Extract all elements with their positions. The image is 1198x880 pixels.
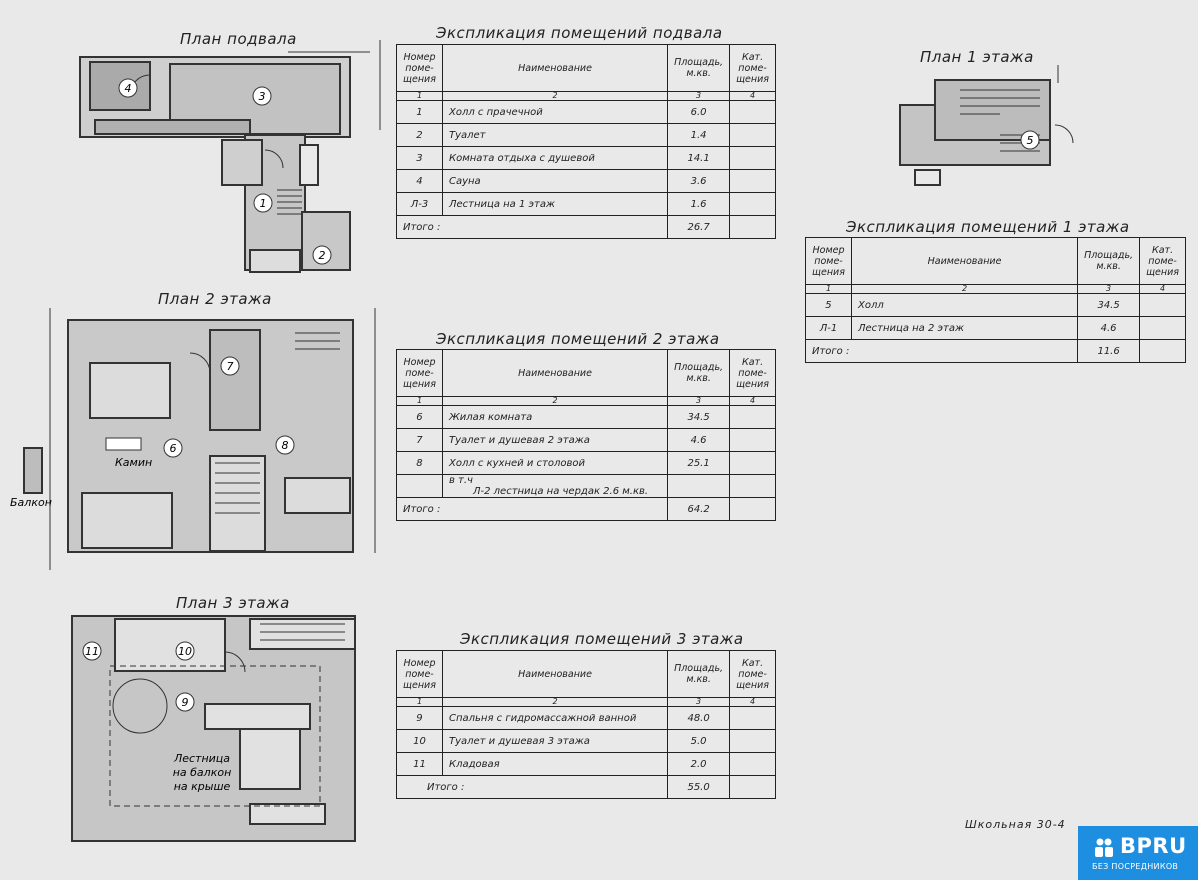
stair-label-line3: на крыше bbox=[174, 780, 231, 793]
brand-tagline: БЕЗ ПОСРЕДНИКОВ bbox=[1092, 862, 1179, 871]
people-icon bbox=[1095, 838, 1113, 857]
room-number: 11 bbox=[85, 645, 99, 658]
floor2-plan-title: План 2 этажа bbox=[158, 290, 272, 308]
fireplace-label: Камин bbox=[115, 456, 152, 469]
floor2-plan: 7 6 8 Камин Балкон bbox=[10, 308, 390, 578]
room-number: 1 bbox=[260, 197, 267, 210]
bpru-watermark[interactable]: BPRU БЕЗ ПОСРЕДНИКОВ bbox=[1078, 826, 1198, 880]
room-number: 7 bbox=[227, 360, 234, 373]
basement-plan: 4 3 1 2 bbox=[70, 40, 390, 280]
stair-label-line2: на балкон bbox=[173, 766, 232, 779]
basement-plan-title: План подвала bbox=[180, 30, 297, 48]
table-total-row: Итого :26.7 bbox=[395, 215, 776, 239]
address-label: Школьная 30-4 bbox=[965, 818, 1066, 831]
floor1-plan-title: План 1 этажа bbox=[920, 48, 1034, 66]
floor3-explication-title: Экспликация помещений 3 этажа bbox=[460, 630, 744, 648]
table-total-row: Итого :64.2 bbox=[395, 497, 776, 521]
floor3-plan-title: План 3 этажа bbox=[176, 594, 290, 612]
floor2-explication-title: Экспликация помещений 2 этажа bbox=[436, 330, 720, 348]
basement-explication-title: Экспликация помещений подвала bbox=[436, 24, 723, 42]
floor1-explication-title: Экспликация помещений 1 этажа bbox=[846, 218, 1130, 236]
room-number: 9 bbox=[182, 696, 189, 709]
table-total-row: Итого :55.0 bbox=[395, 775, 776, 799]
brand-name: BPRU bbox=[1120, 834, 1187, 858]
room-number: 10 bbox=[178, 645, 192, 658]
room-number: 8 bbox=[282, 439, 289, 452]
balcony-label: Балкон bbox=[10, 496, 52, 509]
floor1-plan: 5 bbox=[880, 65, 1090, 195]
stair-label-line1: Лестница bbox=[173, 752, 230, 765]
room-number: 3 bbox=[259, 90, 266, 103]
room-number: 6 bbox=[170, 442, 177, 455]
room-number: 5 bbox=[1027, 134, 1034, 147]
floor3-plan: 11 10 9 Лестница на балкон на крыше bbox=[70, 614, 360, 844]
table-total-row: Итого :11.6 bbox=[804, 339, 1186, 363]
room-number: 2 bbox=[319, 249, 326, 262]
room-number: 4 bbox=[125, 82, 132, 95]
